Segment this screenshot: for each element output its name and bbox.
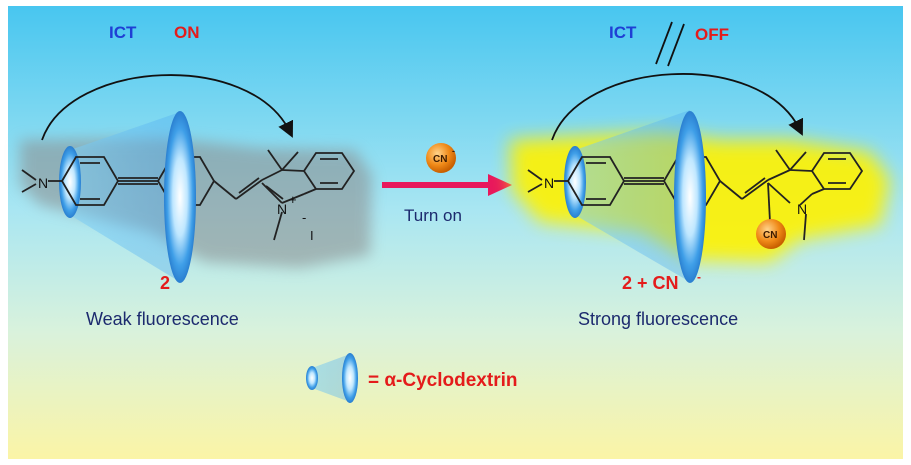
left-cd-small-ring bbox=[59, 146, 81, 218]
right-cd-cone bbox=[575, 110, 690, 282]
cn-reagent-ball bbox=[426, 143, 456, 173]
cn-reagent-charge: - bbox=[452, 146, 455, 156]
legend-cd-large-ring bbox=[342, 353, 358, 403]
left-iodide-minus: - bbox=[302, 210, 306, 225]
left-ict-label: ICT bbox=[109, 23, 137, 42]
right-molecule: N N CN bbox=[510, 110, 890, 283]
right-ict-label: ICT bbox=[609, 23, 637, 42]
right-amine-n: N bbox=[544, 175, 554, 191]
left-state-label: ON bbox=[174, 23, 200, 42]
cn-adduct-label: CN bbox=[763, 230, 777, 241]
legend-cd-small-ring bbox=[306, 366, 318, 390]
right-ict-block-mark-2 bbox=[667, 23, 685, 67]
cn-adduct-ball bbox=[756, 219, 786, 249]
right-cd-large-ring bbox=[674, 111, 706, 283]
right-cd-small-ring bbox=[564, 146, 586, 218]
legend-cd-cone bbox=[312, 354, 350, 402]
left-amine-n: N bbox=[38, 175, 48, 191]
right-ict-block-mark-1 bbox=[655, 21, 673, 65]
legend: = α-Cyclodextrin bbox=[306, 353, 517, 403]
left-caption: Weak fluorescence bbox=[86, 309, 239, 329]
right-ring-n: N bbox=[797, 201, 807, 217]
right-compound-charge: - bbox=[697, 270, 701, 284]
left-plus-charge: + bbox=[289, 192, 297, 207]
left-molecule: N N + - I bbox=[20, 111, 372, 283]
left-indolium-n: N bbox=[277, 201, 287, 217]
right-compound-label: 2 + CN bbox=[622, 273, 679, 293]
reagent-group: CN - Turn on bbox=[382, 143, 512, 225]
left-compound-number: 2 bbox=[160, 273, 170, 293]
turn-on-label: Turn on bbox=[404, 206, 462, 225]
right-caption: Strong fluorescence bbox=[578, 309, 738, 329]
left-ict-arrow bbox=[41, 74, 293, 141]
left-cd-large-ring bbox=[164, 111, 196, 283]
left-iodide: I bbox=[310, 228, 314, 243]
left-cd-cone bbox=[70, 112, 180, 282]
right-ict-arrow bbox=[551, 73, 803, 141]
legend-label: = α-Cyclodextrin bbox=[368, 370, 517, 391]
reaction-arrow-head bbox=[488, 174, 512, 196]
cn-reagent-label: CN bbox=[433, 154, 447, 165]
right-state-label: OFF bbox=[695, 25, 729, 44]
